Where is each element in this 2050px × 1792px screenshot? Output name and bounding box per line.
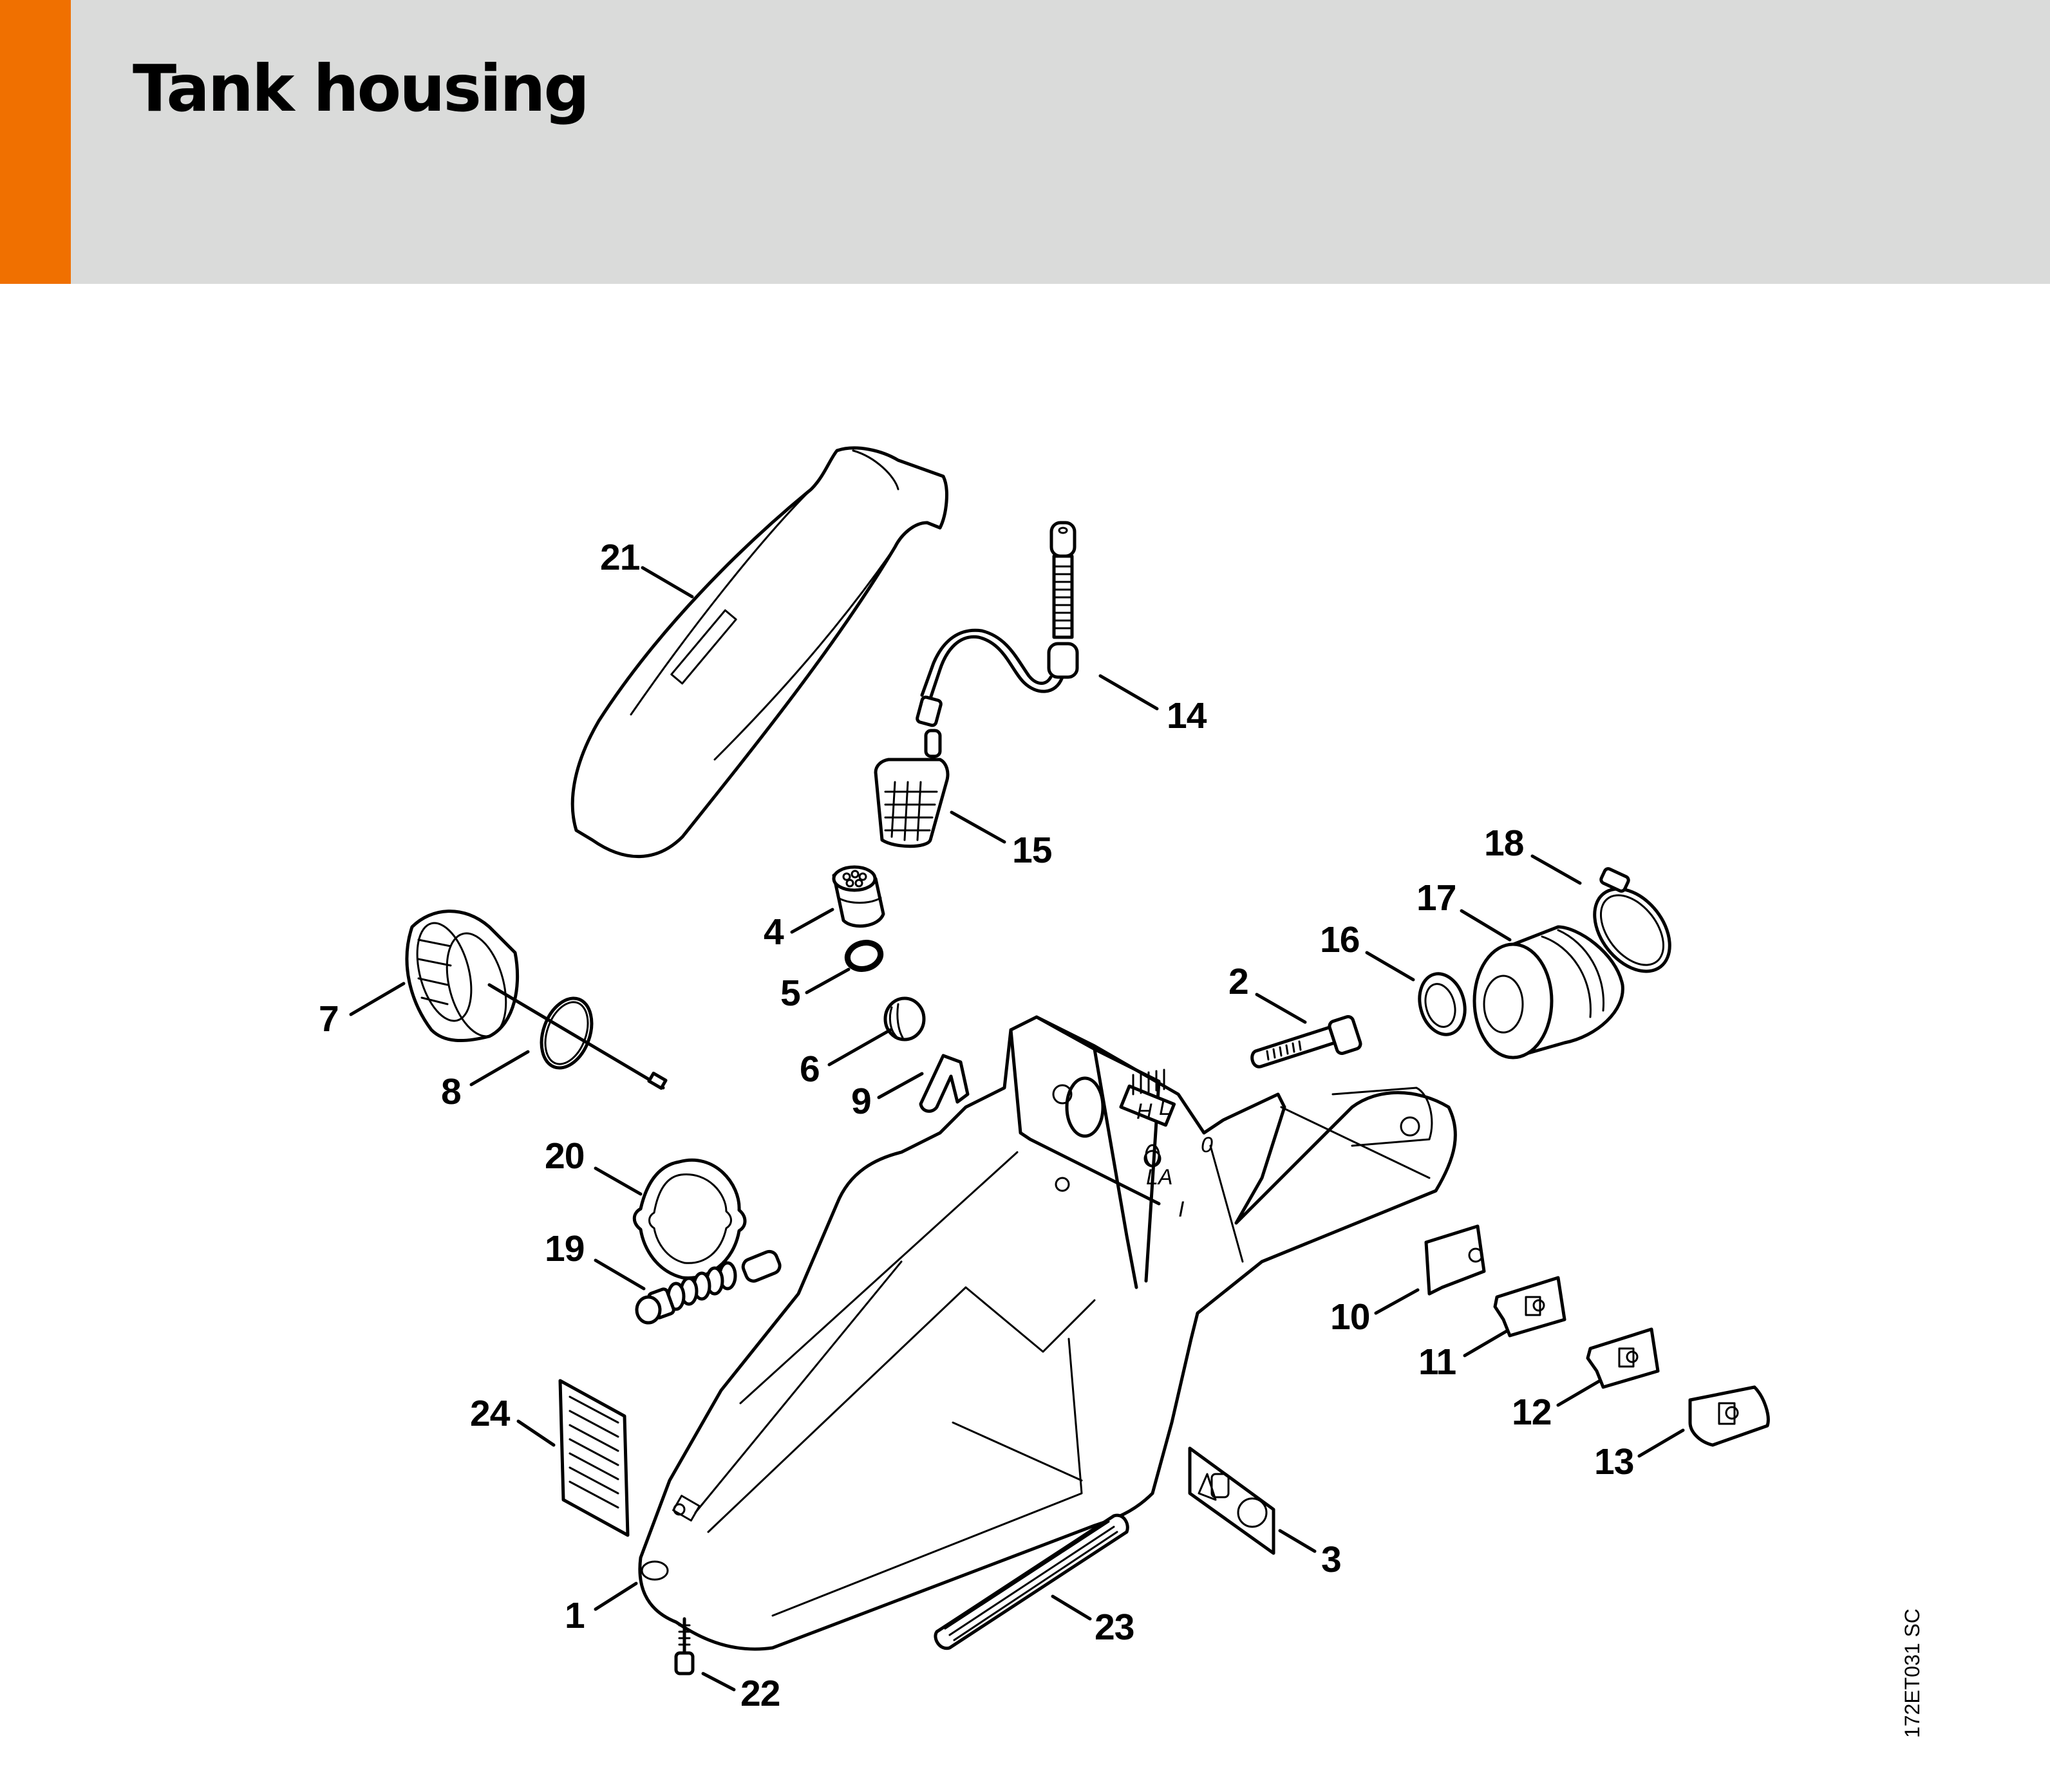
part-4-oil-cap[interactable] xyxy=(832,865,885,928)
marking-la: LA xyxy=(1146,1165,1173,1190)
callout-21[interactable]: 21 xyxy=(600,537,640,578)
leader-lines xyxy=(349,566,1685,1692)
part-20-gasket[interactable] xyxy=(632,1158,747,1280)
part-12-buffer[interactable] xyxy=(1586,1327,1660,1389)
part-19-av-spring[interactable] xyxy=(635,1249,782,1325)
part-16-ring[interactable] xyxy=(1413,969,1472,1040)
part-22-screw[interactable] xyxy=(674,1617,695,1675)
callout-8[interactable]: 8 xyxy=(441,1071,462,1112)
callout-11[interactable]: 11 xyxy=(1418,1341,1456,1383)
marking-h: H xyxy=(1136,1099,1152,1124)
part-6-plug[interactable] xyxy=(883,996,926,1041)
callout-14[interactable]: 14 xyxy=(1167,695,1207,736)
part-24-label[interactable] xyxy=(558,1379,630,1537)
part-8-o-ring[interactable] xyxy=(532,991,601,1075)
callout-7[interactable]: 7 xyxy=(319,998,339,1040)
marking-o: 0 xyxy=(1201,1133,1213,1157)
marking-i: I xyxy=(1178,1197,1185,1222)
part-18-hose-clamp[interactable] xyxy=(1579,867,1685,986)
callout-20[interactable]: 20 xyxy=(545,1135,585,1177)
callout-1[interactable]: 1 xyxy=(565,1595,585,1636)
page-title: Tank housing xyxy=(133,51,590,126)
callout-22[interactable]: 22 xyxy=(740,1673,780,1714)
part-7-oil-pump[interactable] xyxy=(405,910,668,1090)
callout-4[interactable]: 4 xyxy=(764,911,784,953)
part-3-warning-label[interactable] xyxy=(1188,1446,1275,1555)
callout-24[interactable]: 24 xyxy=(470,1393,510,1434)
page-header: Tank housing xyxy=(0,0,2050,284)
accent-bar xyxy=(0,0,71,284)
callout-2[interactable]: 2 xyxy=(1228,961,1249,1002)
part-9-clip[interactable] xyxy=(919,1054,970,1113)
part-14-fuel-hose[interactable] xyxy=(916,521,1079,727)
callout-3[interactable]: 3 xyxy=(1321,1539,1342,1580)
part-21-handle-cover[interactable] xyxy=(570,446,948,859)
part-23-grip-strip[interactable] xyxy=(934,1513,1129,1650)
callout-5[interactable]: 5 xyxy=(780,973,801,1014)
callout-9[interactable]: 9 xyxy=(851,1081,872,1122)
callout-10[interactable]: 10 xyxy=(1330,1296,1370,1338)
callout-15[interactable]: 15 xyxy=(1012,830,1052,871)
callout-17[interactable]: 17 xyxy=(1416,877,1456,919)
callout-18[interactable]: 18 xyxy=(1484,823,1524,864)
callout-12[interactable]: 12 xyxy=(1512,1392,1552,1433)
part-15-fuel-filter[interactable] xyxy=(874,729,950,848)
callout-6[interactable]: 6 xyxy=(800,1049,820,1090)
callout-23[interactable]: 23 xyxy=(1095,1607,1134,1648)
callout-19[interactable]: 19 xyxy=(545,1228,585,1269)
figure-code: 172ET031 SC xyxy=(1901,1608,1924,1738)
callout-16[interactable]: 16 xyxy=(1320,919,1360,960)
marking-l: L xyxy=(1159,1096,1171,1120)
part-17-intake-manifold[interactable] xyxy=(1472,925,1624,1059)
part-1-tank-housing[interactable]: H L LA 0 I xyxy=(638,1015,1457,1651)
callout-13[interactable]: 13 xyxy=(1594,1441,1634,1482)
part-5-seal-ring[interactable] xyxy=(844,939,884,973)
part-11-buffer[interactable] xyxy=(1493,1276,1566,1338)
part-13-buffer[interactable] xyxy=(1688,1385,1770,1447)
part-2-bolt[interactable] xyxy=(1250,1014,1362,1069)
housing-markings: H L LA 0 I xyxy=(1132,1069,1213,1222)
part-10-buffer[interactable] xyxy=(1424,1224,1486,1296)
